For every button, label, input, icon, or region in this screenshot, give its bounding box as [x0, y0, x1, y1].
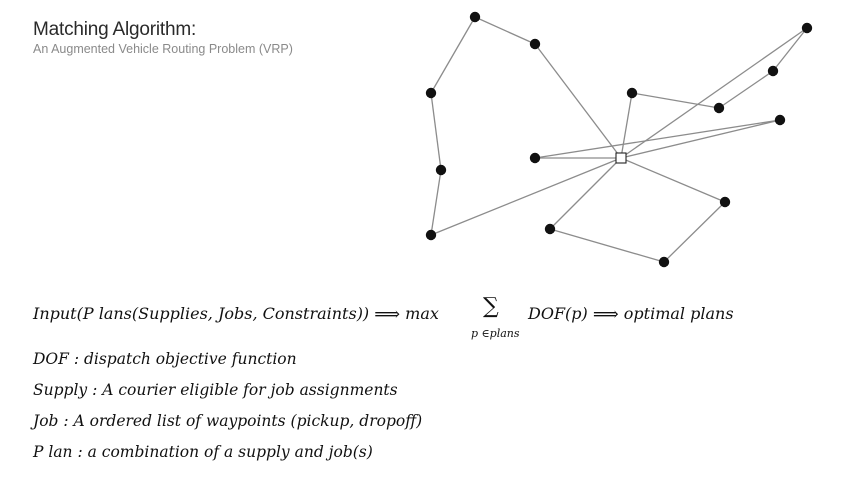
formula-max: max [405, 304, 439, 323]
route-edges [430, 16, 808, 263]
route-2-edge [772, 27, 808, 72]
waypoint-node-n8 [767, 65, 779, 77]
route-nodes [425, 11, 813, 268]
route-3-edge [534, 119, 781, 159]
slide-title: Matching Algorithm: [33, 19, 197, 40]
route-2-edge [620, 27, 808, 159]
route-2-edge [620, 92, 633, 159]
formula-lhs: Input(P lans(Supplies, Jobs, Constraints… [33, 303, 439, 325]
slide-subtitle: An Augmented Vehicle Routing Problem (VR… [33, 42, 293, 56]
implies-arrow-1: ⟹ [374, 304, 401, 325]
formula-input-term: Input(P lans(Supplies, Jobs, Constraints… [33, 304, 370, 323]
waypoint-node-n2 [529, 38, 541, 50]
waypoint-node-n11 [529, 152, 541, 164]
route-2-edge [718, 70, 774, 109]
route-1-edge [474, 16, 536, 45]
route-1-edge [430, 169, 442, 236]
route-1-edge [430, 16, 476, 94]
route-4-edge [620, 157, 726, 203]
waypoint-node-n9 [801, 22, 813, 34]
waypoint-node-n14 [719, 196, 731, 208]
waypoint-node-n12 [544, 223, 556, 235]
route-4-edge [663, 201, 726, 263]
route-1-edge [430, 157, 622, 236]
route-3-edge [620, 119, 781, 159]
route-4-edge [549, 157, 622, 230]
waypoint-node-n3 [425, 87, 437, 99]
formula-objective: DOF(p) [528, 304, 588, 323]
formula-rhs: DOF(p) ⟹ optimal plans [528, 303, 734, 325]
definition-job: Job : A ordered list of waypoints (picku… [33, 412, 423, 430]
route-4-edge [549, 228, 665, 263]
definition-plan: P lan : a combination of a supply and jo… [33, 443, 373, 461]
definition-supply: Supply : A courier eligible for job assi… [33, 381, 398, 399]
route-1-edge [534, 43, 622, 159]
waypoint-node-n7 [713, 102, 725, 114]
waypoint-node-n4 [435, 164, 447, 176]
waypoint-node-n10 [774, 114, 786, 126]
route-2-edge [631, 92, 720, 109]
summation-symbol: ∑ [483, 294, 499, 319]
route-1-edge [430, 92, 442, 171]
summation-index: p ∈plans [471, 327, 520, 340]
waypoint-node-n1 [469, 11, 481, 23]
waypoint-node-n13 [658, 256, 670, 268]
formula-result: optimal plans [623, 304, 734, 323]
waypoint-node-n6 [626, 87, 638, 99]
definition-dof: DOF : dispatch objective function [33, 350, 297, 368]
implies-arrow-2: ⟹ [592, 304, 619, 325]
depot-node [615, 152, 627, 164]
waypoint-node-n5 [425, 229, 437, 241]
